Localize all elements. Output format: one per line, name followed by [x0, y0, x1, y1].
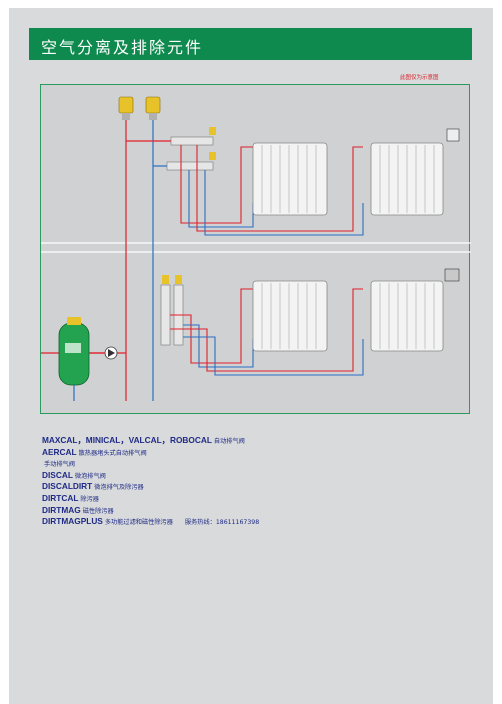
legend-item: 手动排气阀: [44, 461, 75, 469]
radiator-icon: [370, 280, 444, 352]
air-separator-icon: [58, 317, 90, 386]
radiator-icon: [252, 142, 328, 216]
schematic-svg: [41, 96, 471, 401]
manual-air-vent-icon: [446, 128, 460, 142]
diagram-note: 此图仅为示意图: [400, 75, 439, 81]
heating-system-diagram: [40, 84, 471, 414]
service-hotline: 服务热线：18611167398: [184, 519, 260, 527]
title-bar: 空气分离及排除元件: [29, 28, 472, 60]
auto-air-vent-icon: [145, 96, 161, 120]
circulation-pump-icon: [104, 346, 118, 360]
manifold-icon: [166, 127, 216, 171]
radiator-icon: [370, 142, 444, 216]
page-title: 空气分离及排除元件: [41, 38, 204, 57]
auto-air-vent-icon: [118, 96, 134, 120]
manifold-icon: [160, 275, 184, 346]
radiator-icon: [252, 280, 328, 352]
air-vent-cap-icon: [444, 268, 460, 282]
